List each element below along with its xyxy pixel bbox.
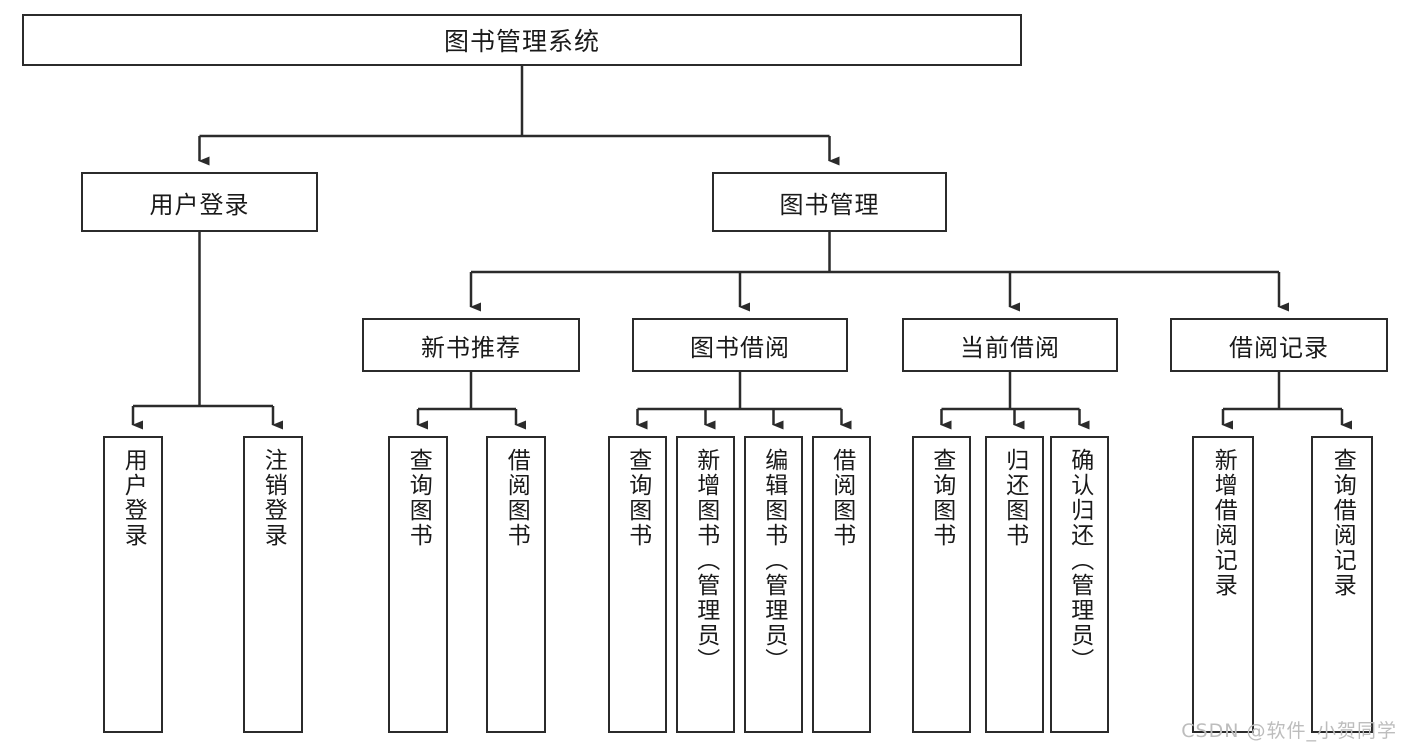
leaf-add-book-admin[interactable]: 新增图书（管理员）	[676, 436, 735, 733]
node-label: 图书借阅	[690, 333, 790, 362]
node-label: 归还图书	[1001, 448, 1028, 548]
csdn-watermark: CSDN @软件_小贺同学	[1181, 720, 1397, 742]
leaf-borrow-book-rec[interactable]: 借阅图书	[486, 436, 546, 733]
leaf-query-book-borrow[interactable]: 查询图书	[608, 436, 667, 733]
leaf-user-login[interactable]: 用户登录	[103, 436, 163, 733]
node-label: 查询图书	[624, 448, 651, 548]
leaf-return-book[interactable]: 归还图书	[985, 436, 1044, 733]
node-current-borrowing[interactable]: 当前借阅	[902, 318, 1118, 372]
node-book-borrowing[interactable]: 图书借阅	[632, 318, 848, 372]
node-new-book-recommendation[interactable]: 新书推荐	[362, 318, 580, 372]
node-root-book-management-system[interactable]: 图书管理系统	[22, 14, 1022, 66]
node-label: 编辑图书（管理员）	[760, 448, 787, 673]
node-borrowing-record[interactable]: 借阅记录	[1170, 318, 1388, 372]
leaf-edit-book-admin[interactable]: 编辑图书（管理员）	[744, 436, 803, 733]
node-book-management[interactable]: 图书管理	[712, 172, 947, 232]
leaf-logout[interactable]: 注销登录	[243, 436, 303, 733]
node-label: 新增图书（管理员）	[692, 448, 719, 673]
node-label: 注销登录	[260, 448, 287, 548]
node-label: 当前借阅	[960, 333, 1060, 362]
node-label: 借阅记录	[1229, 333, 1329, 362]
leaf-confirm-return-admin[interactable]: 确认归还（管理员）	[1050, 436, 1109, 733]
node-label: 用户登录	[120, 448, 147, 548]
node-label: 用户登录	[149, 190, 250, 219]
node-label: 图书管理系统	[443, 27, 600, 56]
node-label: 查询图书	[928, 448, 955, 548]
node-label: 新书推荐	[421, 333, 521, 362]
node-user-login[interactable]: 用户登录	[81, 172, 318, 232]
node-label: 图书管理	[779, 190, 880, 219]
node-label: 借阅图书	[503, 448, 530, 548]
leaf-query-borrow-record[interactable]: 查询借阅记录	[1311, 436, 1373, 733]
leaf-query-book-current[interactable]: 查询图书	[912, 436, 971, 733]
node-label: 借阅图书	[828, 448, 855, 548]
node-label: 新增借阅记录	[1210, 448, 1237, 598]
node-label: 确认归还（管理员）	[1066, 448, 1093, 673]
leaf-add-borrow-record[interactable]: 新增借阅记录	[1192, 436, 1254, 733]
leaf-borrow-book[interactable]: 借阅图书	[812, 436, 871, 733]
node-label: 查询借阅记录	[1329, 448, 1356, 598]
leaf-query-book-rec[interactable]: 查询图书	[388, 436, 448, 733]
node-label: 查询图书	[405, 448, 432, 548]
